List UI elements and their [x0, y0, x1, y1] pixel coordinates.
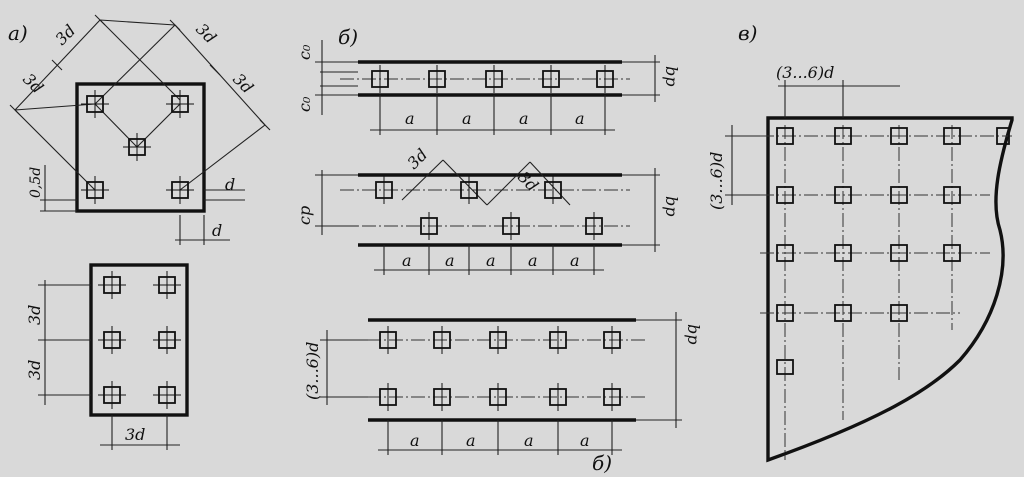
- dim-a-label: a: [570, 251, 580, 270]
- pile: [943, 127, 961, 145]
- panel-v-pile-grid: в) (3...6)d (3...6)d: [707, 21, 1014, 463]
- pile: [585, 212, 603, 240]
- dim-range-label: (3...6)d: [776, 63, 834, 82]
- pile: [153, 381, 181, 409]
- pile: [544, 176, 562, 204]
- dim-3d-label: 3d: [192, 19, 220, 47]
- pile: [834, 244, 852, 262]
- dim-3d-label: 3d: [514, 167, 542, 195]
- dim-3d-label: 3d: [125, 425, 145, 444]
- panel-a-square-pile-group: а) 3d 3d 3d 3d 0,5d d d: [8, 14, 271, 245]
- dim-a-label: a: [410, 431, 420, 450]
- pile: [98, 381, 126, 409]
- pile: [776, 244, 794, 262]
- pile: [420, 212, 438, 240]
- pile: [834, 304, 852, 322]
- pile: [428, 65, 446, 93]
- pile: [153, 326, 181, 354]
- dim-range-label: (3...6)d: [303, 342, 322, 400]
- panel-a-label: а): [8, 21, 28, 45]
- dim-a-label: a: [524, 431, 534, 450]
- panel-b-staggered-row: cр bр 3d 3d a a a a a: [295, 145, 681, 275]
- panel-b-label: б): [338, 25, 358, 49]
- pile: [371, 65, 389, 93]
- pile: [549, 383, 567, 411]
- dim-3d-label: 3d: [229, 69, 257, 97]
- pile: [98, 326, 126, 354]
- panel-b-single-row: б) c₀ c₀ bр a a a a: [295, 25, 681, 135]
- pile: [603, 326, 621, 354]
- dim-a-label: a: [405, 109, 415, 128]
- dim-a-label: a: [402, 251, 412, 270]
- pile: [776, 186, 794, 204]
- pile: [485, 65, 503, 93]
- pile-field-outline: [766, 116, 1014, 463]
- pile: [123, 133, 151, 161]
- dim-3d-label: 3d: [51, 21, 79, 49]
- pile: [433, 326, 451, 354]
- dim-d-label: d: [225, 175, 235, 194]
- dim-a-label: a: [580, 431, 590, 450]
- pile: [776, 304, 794, 322]
- pile: [943, 244, 961, 262]
- dim-co-label: c₀: [295, 44, 314, 60]
- pile: [460, 176, 478, 204]
- dim-a-label: a: [462, 109, 472, 128]
- dim-0-5d-label: 0,5d: [28, 167, 44, 198]
- pile: [81, 90, 109, 118]
- dim-bp-label: bр: [662, 196, 681, 216]
- dim-3d-label: 3d: [19, 69, 47, 97]
- pile: [542, 65, 560, 93]
- pile: [166, 176, 194, 204]
- dim-3d-label: 3d: [403, 145, 431, 173]
- dim-a-label: a: [486, 251, 496, 270]
- pile: [549, 326, 567, 354]
- pile: [890, 186, 908, 204]
- pile: [596, 65, 614, 93]
- pile: [489, 383, 507, 411]
- pile: [98, 271, 126, 299]
- dim-d-label: d: [212, 221, 222, 240]
- dim-range-label: (3...6)d: [707, 152, 726, 210]
- pile: [890, 127, 908, 145]
- pile: [153, 271, 181, 299]
- dim-cp-label: cр: [295, 206, 314, 225]
- pile: [379, 383, 397, 411]
- panel-b-label-bottom: б): [592, 451, 612, 475]
- pile-cap-outline: [75, 82, 206, 213]
- dim-bp-label: bр: [662, 66, 681, 86]
- dim-a-label: a: [445, 251, 455, 270]
- pile: [433, 383, 451, 411]
- dim-3d-label: 3d: [25, 360, 44, 380]
- dim-a-label: a: [575, 109, 585, 128]
- pile: [81, 176, 109, 204]
- dim-a-label: a: [466, 431, 476, 450]
- pile: [890, 304, 908, 322]
- dim-bp-label: bр: [684, 324, 703, 344]
- dim-a-label: a: [519, 109, 529, 128]
- pile: [834, 186, 852, 204]
- pile: [489, 326, 507, 354]
- dim-co-label: c₀: [295, 96, 314, 112]
- pile: [379, 326, 397, 354]
- pile: [834, 127, 852, 145]
- dim-3d-label: 3d: [25, 305, 44, 325]
- pile: [375, 176, 393, 204]
- pile: [890, 244, 908, 262]
- pile: [603, 383, 621, 411]
- panel-v-label: в): [738, 21, 757, 45]
- pile: [502, 212, 520, 240]
- panel-b-double-row: (3...6)d bр a a a a б): [303, 312, 703, 475]
- pile: [996, 127, 1010, 145]
- pile: [943, 186, 961, 204]
- pile: [776, 127, 794, 145]
- dim-a-label: a: [528, 251, 538, 270]
- pile: [166, 90, 194, 118]
- panel-a-rect-pile-group: 3d 3d 3d: [25, 263, 189, 450]
- pile: [776, 359, 794, 375]
